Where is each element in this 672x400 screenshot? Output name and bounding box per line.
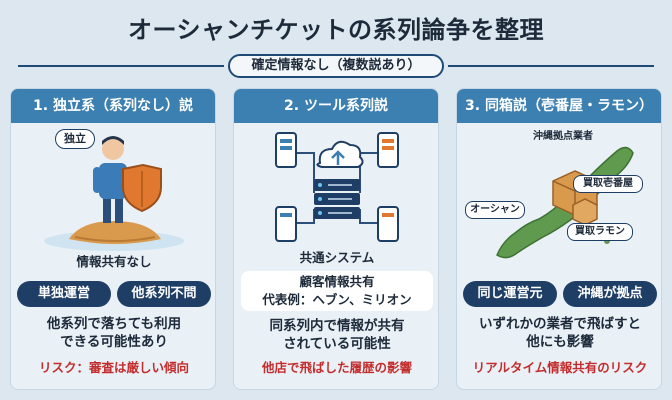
description-line: されている可能性 bbox=[283, 336, 391, 352]
map-label-ramon: 買取ラモン bbox=[567, 223, 633, 241]
okinawa-map-illustration: 沖縄拠点業者 オーシャン 買取壱番屋 買取ラモン bbox=[457, 123, 661, 273]
okinawa-map-icon bbox=[496, 146, 634, 259]
panel-same-operator: 3. 同箱説（壱番屋・ラモン） 沖縄拠点業者 オーシャン 買取壱番屋 買取ラモン… bbox=[456, 88, 662, 390]
divider bbox=[18, 65, 224, 67]
panel-header: 2. ツール系列説 bbox=[234, 89, 438, 123]
smartphone-icon bbox=[275, 132, 399, 242]
cloud-upload-icon bbox=[316, 140, 364, 168]
independent-illustration: 独立 情報共有なし bbox=[11, 123, 215, 273]
panel-independent: 1. 独立系（系列なし）説 独立 情報共有なし 単独運営 他系列不問 他系列で落… bbox=[10, 88, 216, 390]
pill-other-affiliates-ok: 他系列不問 bbox=[117, 281, 211, 307]
map-label-ichibanya: 買取壱番屋 bbox=[573, 175, 643, 193]
box-line: 顧客情報共有 bbox=[299, 274, 375, 289]
illustration-caption: 共通システム bbox=[299, 250, 375, 265]
subtitle-banner: 確定情報なし（複数説あり） bbox=[0, 54, 672, 78]
subtitle: 確定情報なし（複数説あり） bbox=[228, 54, 444, 78]
panel-header: 1. 独立系（系列なし）説 bbox=[11, 89, 215, 123]
person-with-shield-icon bbox=[44, 136, 184, 251]
panel-tool-affiliate: 2. ツール系列説 bbox=[233, 88, 439, 390]
panel-header: 3. 同箱説（壱番屋・ラモン） bbox=[457, 89, 661, 123]
description-line: 他系列で落ちても利用 bbox=[46, 316, 182, 332]
pill-solo-operation: 単独運営 bbox=[17, 281, 111, 307]
divider bbox=[448, 65, 654, 67]
illustration-caption: 情報共有なし bbox=[76, 254, 152, 269]
independent-tag: 独立 bbox=[55, 129, 95, 149]
pill-okinawa-base: 沖縄が拠点 bbox=[563, 281, 657, 307]
description-line: できる可能性あり bbox=[60, 334, 168, 350]
description-line: 他にも影響 bbox=[526, 334, 594, 350]
description-line: いずれかの業者で飛ばすと bbox=[479, 316, 641, 332]
risk-note: リアルタイム情報共有のリスク bbox=[472, 360, 648, 375]
shared-info-box: 顧客情報共有 代表例：ヘブン、ミリオン bbox=[241, 271, 433, 311]
shared-system-illustration: 共通システム bbox=[234, 123, 438, 273]
pill-same-operator: 同じ運営元 bbox=[463, 281, 557, 307]
server-icon bbox=[275, 132, 399, 242]
page-title: オーシャンチケットの系列論争を整理 bbox=[127, 16, 545, 44]
box-line: 代表例：ヘブン、ミリオン bbox=[262, 292, 412, 307]
risk-note: リスク：審査は厳しい傾向 bbox=[38, 360, 189, 375]
map-label-okinawa-operator: 沖縄拠点業者 bbox=[533, 131, 593, 142]
description-line: 同系列内で情報が共有 bbox=[269, 318, 405, 334]
risk-note: 他店で飛ばした履歴の影響 bbox=[261, 360, 412, 375]
map-label-ocean: オーシャン bbox=[465, 201, 525, 219]
